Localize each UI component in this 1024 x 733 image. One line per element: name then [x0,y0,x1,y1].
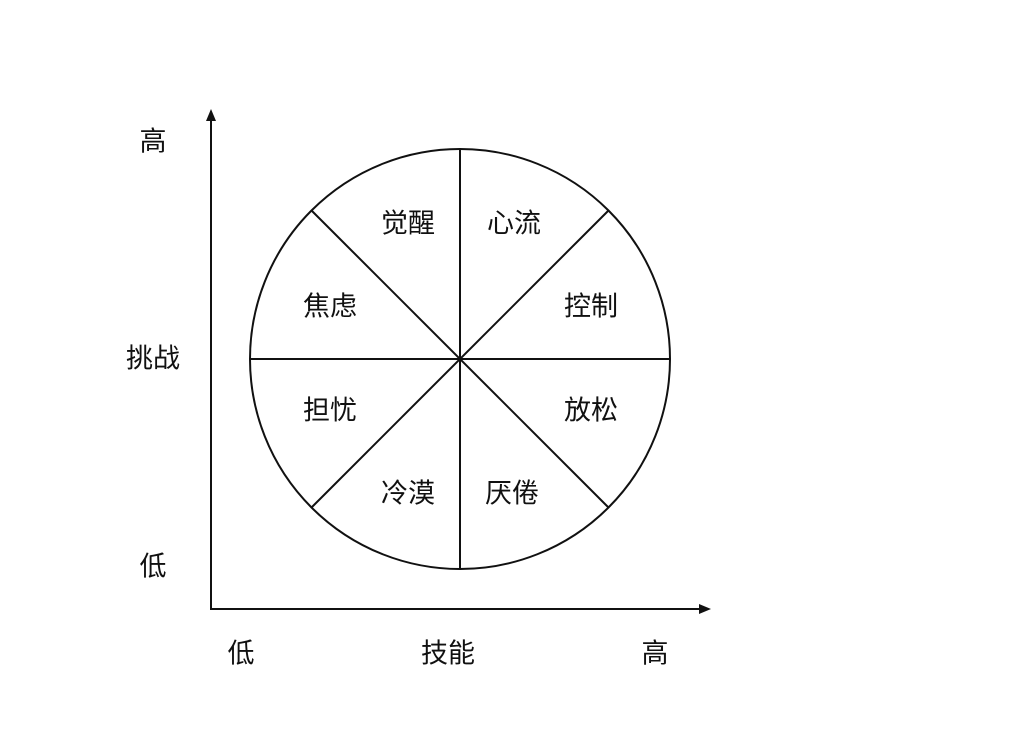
y-axis-high-label: 高 [140,127,167,158]
axes [206,109,711,614]
segment-flow: 心流 [487,209,541,240]
diagonal-divider-upper-right [311,210,609,508]
segment-awakening: 觉醒 [381,209,435,240]
x-axis-low-label: 低 [228,639,255,670]
segment-anxiety: 焦虑 [303,292,357,323]
state-wheel [249,148,671,570]
segment-control: 控制 [564,292,618,323]
segment-worry: 担忧 [303,396,357,427]
y-axis-title: 挑战 [126,344,180,375]
segment-apathy: 冷漠 [381,479,435,510]
x-axis-title: 技能 [421,639,475,670]
segment-relaxation: 放松 [564,396,618,427]
segment-boredom: 厌倦 [485,479,539,510]
x-axis-arrow-icon [699,604,711,614]
x-axis-high-label: 高 [642,639,669,670]
y-axis-arrow-icon [206,109,216,121]
y-axis-low-label: 低 [140,552,167,583]
